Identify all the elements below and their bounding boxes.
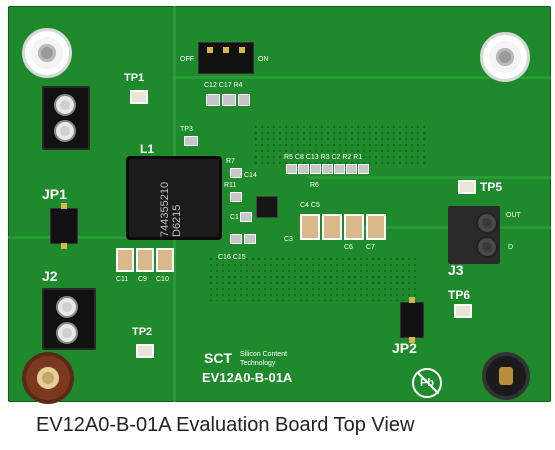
terminal-screw-icon <box>476 212 498 234</box>
inductor-marking: 744355210 D6215 <box>159 181 183 237</box>
on-label: ON <box>258 56 269 63</box>
trace <box>8 236 173 239</box>
c1-label: C1 <box>230 214 239 221</box>
output-capacitor <box>366 214 386 240</box>
off-label: OFF <box>180 56 194 63</box>
c10-label: C10 <box>156 276 169 283</box>
input-terminal-block <box>42 86 90 150</box>
jp1-label: JP1 <box>42 186 67 202</box>
vout-label: OUT <box>506 212 521 219</box>
input-capacitor <box>136 248 154 272</box>
j2-label: J2 <box>42 268 58 284</box>
c3-label: C3 <box>284 236 293 243</box>
input-capacitor <box>156 248 174 272</box>
c14-label: C14 <box>244 172 257 179</box>
output-capacitor <box>322 214 342 240</box>
tp1-label: TP1 <box>124 72 145 84</box>
standoff-icon <box>22 352 74 404</box>
lead-free-icon: Pb <box>412 368 442 398</box>
via-array <box>208 256 418 301</box>
c9-label: C9 <box>138 276 147 283</box>
figure-caption: EV12A0-B-01A Evaluation Board Top View <box>36 414 415 436</box>
gnd-label: D <box>508 244 514 251</box>
standoff-icon <box>482 352 530 400</box>
tp3-label: TP3 <box>180 126 193 133</box>
l1-label: L1 <box>140 142 155 156</box>
pcb-board: J2 OUT D J3 JP1 TP1 TP2 L1 744355210 D62… <box>8 6 551 404</box>
lead-free-text: Pb <box>419 377 435 389</box>
c7-label: C7 <box>366 244 375 251</box>
mounting-hole-icon <box>480 32 530 82</box>
c16-c15-label: C16 C15 <box>218 254 246 261</box>
via-array <box>253 124 428 164</box>
jp1-jumper <box>50 203 78 249</box>
jp2-label: JP2 <box>392 340 417 356</box>
j3-terminal-block <box>448 206 500 264</box>
r11-label: R11 <box>224 182 237 189</box>
terminal-screw-icon <box>54 120 76 142</box>
c11-label: C11 <box>116 276 129 283</box>
j3-label: J3 <box>448 262 464 278</box>
j2-terminal-block <box>42 288 96 350</box>
tp6-label: TP6 <box>448 288 471 302</box>
mounting-hole-icon <box>22 28 72 78</box>
c12-c17-r4-label: C12 C17 R4 <box>204 82 243 89</box>
sct-logo: SCT <box>204 350 232 366</box>
tp6-pad <box>454 304 472 318</box>
tp1-pad <box>130 90 148 104</box>
output-capacitor <box>344 214 364 240</box>
terminal-screw-icon <box>56 296 78 318</box>
inductor-l1: 744355210 D6215 <box>126 156 222 240</box>
jp2-jumper <box>400 297 424 343</box>
output-capacitor <box>300 214 320 240</box>
tp2-pad <box>136 344 154 358</box>
terminal-screw-icon <box>476 236 498 258</box>
company-name: Silicon Content Technology <box>240 351 288 367</box>
part-number: EV12A0-B-01A <box>202 370 293 385</box>
trace <box>308 176 551 179</box>
tp5-label: TP5 <box>480 180 503 194</box>
tp5-pad <box>458 180 476 194</box>
terminal-screw-icon <box>54 94 76 116</box>
r5-r1-label: R5 C8 C13 R3 C2 R2 R1 <box>284 154 363 161</box>
r7-label: R7 <box>226 158 235 165</box>
c4-c5-label: C4 C5 <box>300 202 320 209</box>
tp2-label: TP2 <box>132 326 153 338</box>
terminal-screw-icon <box>56 322 78 344</box>
regulator-ic <box>256 196 278 218</box>
input-capacitor <box>116 248 134 272</box>
enable-jumper <box>198 42 254 74</box>
trace <box>173 76 551 79</box>
r6-label: R6 <box>310 182 319 189</box>
c6-label: C6 <box>344 244 353 251</box>
